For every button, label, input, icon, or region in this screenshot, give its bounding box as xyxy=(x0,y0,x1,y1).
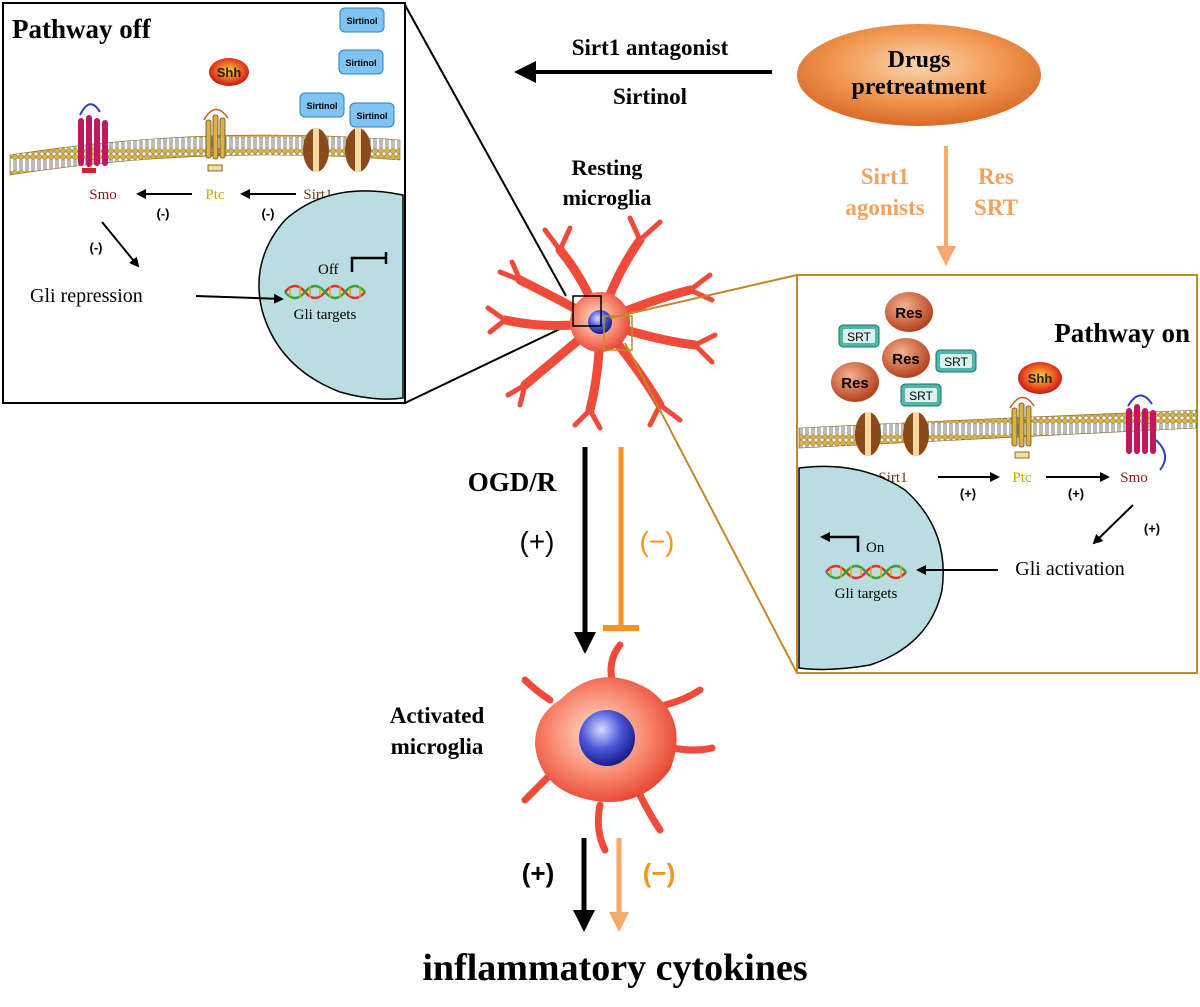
srt-molecule: SRT xyxy=(935,349,977,373)
activated-microglia-cell xyxy=(521,641,716,854)
on-label: On xyxy=(866,540,885,556)
res-tag-label: Res xyxy=(892,351,920,368)
antagonist-drug-label: Sirtinol xyxy=(613,84,687,109)
ptc-receptor xyxy=(1009,396,1035,459)
plus-main-label: (+) xyxy=(520,526,555,557)
drugs-pretreatment-node: Drugs pretreatment xyxy=(797,24,1041,126)
res-molecule: Res xyxy=(885,292,933,332)
shh-ligand: Shh xyxy=(209,58,249,86)
agonist-drugs-line1: Res xyxy=(978,164,1014,189)
res-tag-label: Res xyxy=(895,305,923,322)
sirtinol-tag-label: Sirtinol xyxy=(307,101,338,111)
srt-tag-label: SRT xyxy=(847,330,871,344)
smo-label: Smo xyxy=(1120,470,1148,486)
shh-label: Shh xyxy=(1028,371,1053,386)
resting-label-line1: Resting xyxy=(572,155,643,180)
sirt1-channel xyxy=(303,128,329,172)
gli-targets-label: Gli targets xyxy=(294,307,357,323)
on-activate-sign xyxy=(820,532,860,552)
minus-cyto-label: (−) xyxy=(643,858,676,888)
minus-label: (-) xyxy=(157,206,170,221)
activated-label-line2: microglia xyxy=(391,734,484,759)
ptc-label: Ptc xyxy=(1012,470,1032,486)
sirtinol-tag-label: Sirtinol xyxy=(347,16,378,26)
plus-cyto-label: (+) xyxy=(522,858,555,888)
arrow-smo-to-gli xyxy=(1092,504,1134,545)
shh-ligand: Shh xyxy=(1018,362,1062,394)
srt-tag-label: SRT xyxy=(944,355,968,369)
nucleus xyxy=(258,190,404,400)
dna-helix xyxy=(284,284,366,300)
activated-label-line1: Activated xyxy=(390,703,485,728)
srt-tag-label: SRT xyxy=(909,389,933,403)
pathway-off-title: Pathway off xyxy=(12,14,152,44)
plus-label: (+) xyxy=(960,486,976,501)
cytokines-label: inflammatory cytokines xyxy=(422,947,807,989)
sirtinol-molecule: Sirtinol xyxy=(299,92,345,118)
agonist-drugs-line2: SRT xyxy=(974,195,1018,220)
zoom-line xyxy=(624,342,798,674)
sirt1-channel xyxy=(903,412,929,456)
gli-activation-label: Gli activation xyxy=(1015,558,1124,580)
dna-helix xyxy=(825,564,907,580)
smo-receptor xyxy=(1126,394,1167,471)
pathway-on-title: Pathway on xyxy=(1054,318,1190,348)
minus-label: (-) xyxy=(262,206,275,221)
zoom-line xyxy=(404,4,567,297)
arrow-smo-to-gli xyxy=(101,221,140,268)
ptc-receptor xyxy=(203,108,229,172)
minus-label: (-) xyxy=(90,240,103,255)
sirtinol-tag-label: Sirtinol xyxy=(346,58,377,68)
resting-label-line2: microglia xyxy=(563,185,652,210)
sirtinol-molecule: Sirtinol xyxy=(349,102,395,128)
zoom-line xyxy=(404,325,567,404)
zoom-line xyxy=(609,274,798,319)
arrow-gli-repression-to-targets xyxy=(195,293,284,304)
agonists-label-line2: agonists xyxy=(845,195,924,220)
off-label: Off xyxy=(318,262,339,278)
ogdr-label: OGD/R xyxy=(468,467,557,497)
shh-label: Shh xyxy=(217,65,242,80)
sirtinol-molecule: Sirtinol xyxy=(338,49,384,75)
pathway-on-panel: Pathway on Res Res Res SRT SRT SRT xyxy=(796,274,1198,674)
drugs-label-line2: pretreatment xyxy=(851,74,986,100)
smo-label: Smo xyxy=(89,187,117,203)
srt-molecule: SRT xyxy=(838,324,880,348)
sirtinol-molecule: Sirtinol xyxy=(339,7,385,33)
pathway-off-panel: Pathway off Shh Sirtinol Sirtinol Sirtin… xyxy=(2,2,406,404)
res-molecule: Res xyxy=(831,362,879,402)
agonists-label-line1: Sirt1 xyxy=(861,164,910,189)
sirtinol-tag-label: Sirtinol xyxy=(357,111,388,121)
gli-repression-label: Gli repression xyxy=(30,285,143,307)
off-inhibit-sign xyxy=(350,252,388,272)
srt-molecule: SRT xyxy=(900,383,942,407)
drugs-label-line1: Drugs xyxy=(888,47,951,73)
antagonist-label: Sirt1 antagonist xyxy=(572,35,729,60)
ptc-label: Ptc xyxy=(205,187,225,203)
resting-microglia-cell xyxy=(485,215,718,431)
plus-label: (+) xyxy=(1144,521,1160,536)
gli-targets-label: Gli targets xyxy=(835,586,898,602)
smo-receptor xyxy=(78,103,108,173)
minus-main-label: (−) xyxy=(640,526,675,557)
sirt1-channel xyxy=(345,128,371,172)
res-tag-label: Res xyxy=(841,375,869,392)
sirt1-channel xyxy=(855,412,881,456)
res-molecule: Res xyxy=(882,338,930,378)
plus-label: (+) xyxy=(1068,486,1084,501)
